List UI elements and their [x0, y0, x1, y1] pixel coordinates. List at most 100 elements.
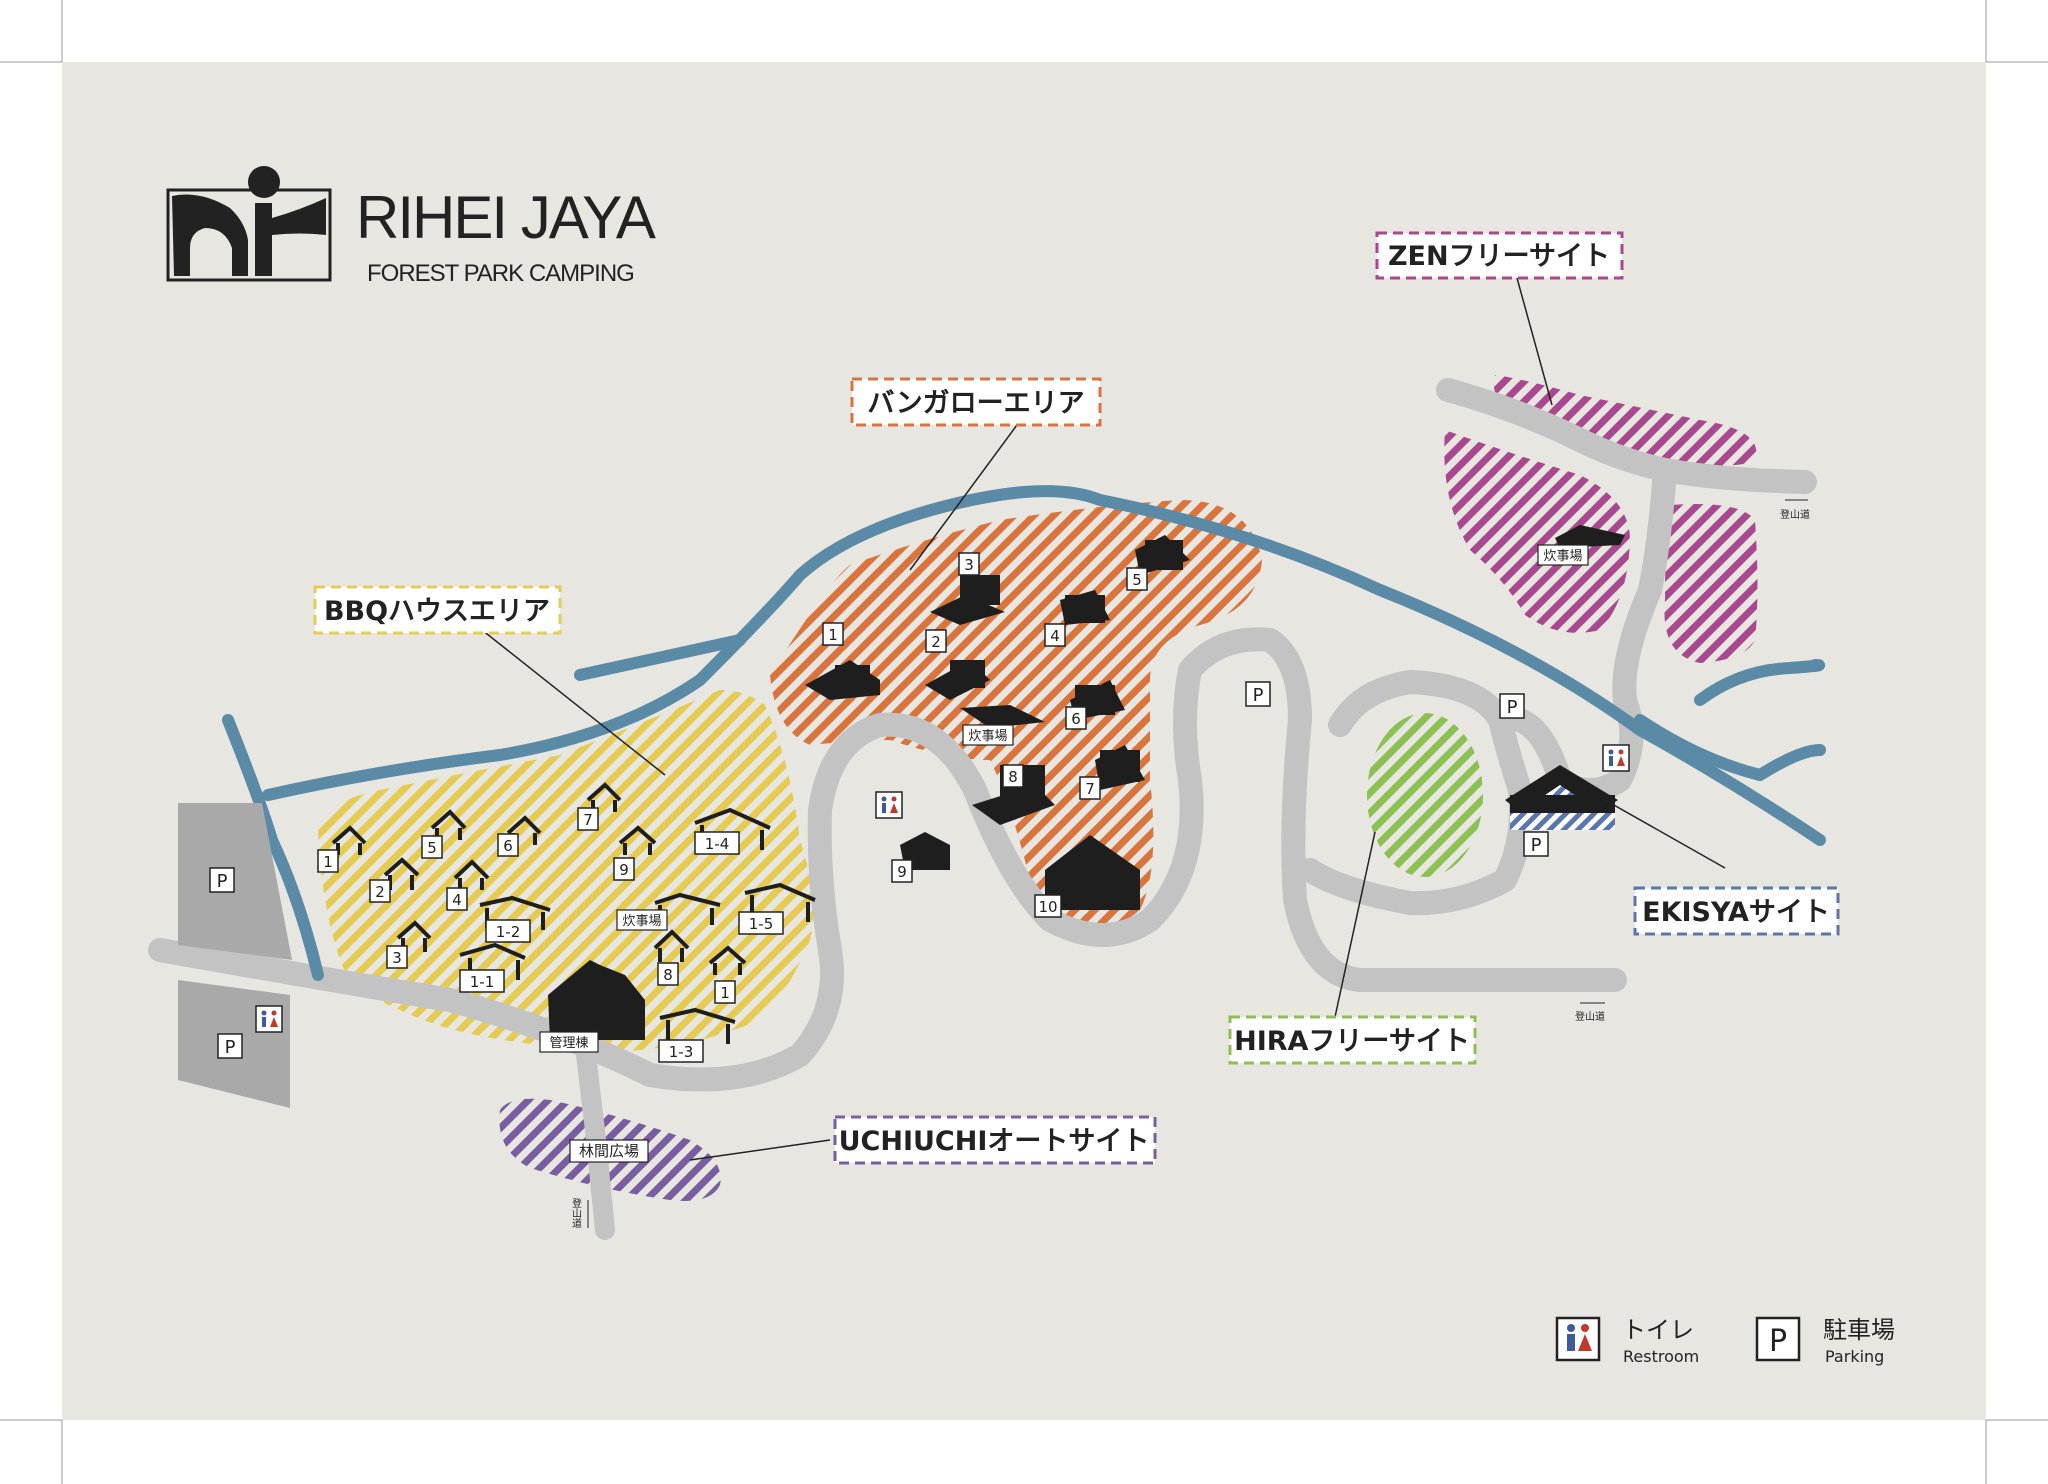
svg-text:P: P [217, 871, 228, 892]
label-bbq[interactable]: BBQハウスエリア [313, 585, 562, 635]
label-uchiuchi-text: UCHIUCHIオートサイト [839, 1126, 1150, 1157]
label-bungalow[interactable]: バンガローエリア [850, 377, 1102, 427]
parking-marker-2: P [217, 1033, 243, 1059]
logo-title: RIHEI JAYA [356, 184, 656, 251]
legend-parking-en: Parking [1825, 1347, 1884, 1366]
zen-area-north [1493, 375, 1757, 466]
logo: RIHEI JAYA FOREST PARK CAMPING [166, 166, 658, 287]
parking-icon [1755, 1316, 1801, 1362]
legend-restroom-en: Restroom [1623, 1347, 1699, 1366]
parking-lot-upper [178, 803, 292, 960]
legend-parking-jp: 駐車場 [1823, 1316, 1895, 1344]
label-bbq-text: BBQハウスエリア [324, 596, 550, 627]
bungalow-tag-2: 2 [925, 629, 947, 653]
bungalow-tag-5: 5 [1126, 567, 1148, 591]
area-labels: ZENフリーサイト バンガローエリア BBQハウスエリア EKISYAサイト H… [313, 231, 1840, 1165]
restroom-icon-center [875, 791, 903, 819]
svg-text:7: 7 [583, 811, 593, 829]
place-tags: 炊事場 炊事場 炊事場 管理棟 林間広場 [539, 544, 1589, 1163]
bungalow-buildings [805, 535, 1190, 910]
svg-text:1-5: 1-5 [749, 915, 774, 933]
kitchen-bungalow [960, 705, 1045, 728]
svg-text:1-1: 1-1 [470, 973, 495, 991]
kitchen-tag-zen: 炊事場 [1537, 544, 1589, 566]
bbq-tag-5: 5 [421, 835, 443, 859]
svg-text:登山道: 登山道 [570, 1197, 582, 1228]
bungalow-tag-9: 9 [891, 859, 913, 883]
label-ekisya[interactable]: EKISYAサイト [1633, 886, 1840, 936]
bungalow-tag-6: 6 [1065, 706, 1087, 730]
restroom-markers [255, 744, 1630, 1033]
zen-area-east [1664, 504, 1758, 663]
label-uchiuchi[interactable]: UCHIUCHIオートサイト [833, 1115, 1157, 1165]
kitchen-zen [1555, 525, 1625, 548]
label-zen-text: ZENフリーサイト [1388, 241, 1610, 272]
bbq-tag-4: 4 [446, 887, 468, 911]
legend-parking: P 駐車場 Parking [1755, 1316, 1895, 1366]
trail-east-top: 登山道 [1780, 499, 1810, 521]
bbq-tag-3: 3 [386, 945, 408, 969]
plaza-tag: 林間広場 [569, 1139, 649, 1163]
bbq-tag-1-2: 1-2 [485, 919, 531, 943]
svg-text:1-3: 1-3 [669, 1043, 694, 1061]
svg-text:5: 5 [1132, 571, 1142, 589]
svg-text:8: 8 [1008, 768, 1018, 786]
bbq-9 [618, 825, 657, 855]
svg-text:7: 7 [1085, 780, 1095, 798]
svg-text:P: P [1507, 697, 1518, 718]
svg-text:管理棟: 管理棟 [549, 1036, 588, 1051]
legend-restroom: トイレ Restroom [1555, 1316, 1699, 1366]
bbq-tag-1-1: 1-1 [459, 969, 505, 993]
bbq-tag-1: 1 [317, 849, 339, 873]
svg-text:6: 6 [503, 837, 513, 855]
zen-road [1436, 378, 1817, 494]
parking-marker-5: P [1523, 831, 1549, 857]
svg-text:4: 4 [452, 891, 462, 909]
leader-lines [481, 277, 1726, 1161]
restroom-icon-east [1602, 744, 1630, 772]
bbq-8 [653, 929, 690, 962]
svg-text:1: 1 [828, 626, 838, 644]
parking-marker-1: P [209, 867, 235, 893]
svg-text:10: 10 [1038, 898, 1057, 916]
bbq-tag-6: 6 [497, 833, 519, 857]
svg-text:4: 4 [1050, 627, 1060, 645]
svg-text:9: 9 [619, 861, 629, 879]
trail-markers: 登山道 登山道 登山道 [570, 499, 1810, 1228]
svg-text:9: 9 [897, 863, 907, 881]
svg-text:1-2: 1-2 [496, 923, 521, 941]
bbq-tag-1-3: 1-3 [658, 1039, 704, 1063]
kitchen-tag-bungalow: 炊事場 [962, 724, 1014, 746]
svg-text:3: 3 [964, 556, 974, 574]
legend: トイレ Restroom P 駐車場 Parking [1555, 1316, 1895, 1366]
bungalow-tag-8: 8 [1002, 764, 1024, 788]
office-tag: 管理棟 [539, 1031, 599, 1053]
bungalow-tag-7: 7 [1079, 776, 1101, 800]
label-ekisya-text: EKISYAサイト [1642, 897, 1830, 928]
legend-restroom-jp: トイレ [1622, 1316, 1694, 1344]
svg-text:3: 3 [392, 949, 402, 967]
label-hira[interactable]: HIRAフリーサイト [1228, 1015, 1477, 1065]
bungalow-tag-1: 1 [822, 622, 844, 646]
parking-marker-4: P [1499, 693, 1525, 719]
bbq-tag-2: 2 [369, 879, 391, 903]
bungalow-3 [930, 595, 1005, 625]
bungalow-tag-3: 3 [958, 552, 980, 576]
svg-text:林間広場: 林間広場 [579, 1142, 639, 1160]
svg-text:1: 1 [323, 853, 333, 871]
roads [148, 378, 1817, 1240]
svg-text:1: 1 [720, 984, 730, 1002]
zen-area-west [1444, 430, 1630, 633]
river [222, 485, 1826, 981]
legend-parking-symbol: P [1769, 1324, 1787, 1359]
svg-text:2: 2 [931, 633, 941, 651]
svg-text:6: 6 [1071, 710, 1081, 728]
restroom-icon-west [255, 1005, 283, 1033]
svg-text:P: P [225, 1037, 236, 1058]
label-zen[interactable]: ZENフリーサイト [1375, 231, 1624, 280]
logo-subtitle: FOREST PARK CAMPING [367, 260, 634, 287]
ekisya-building [1505, 765, 1618, 830]
label-bungalow-text: バンガローエリア [867, 388, 1084, 419]
